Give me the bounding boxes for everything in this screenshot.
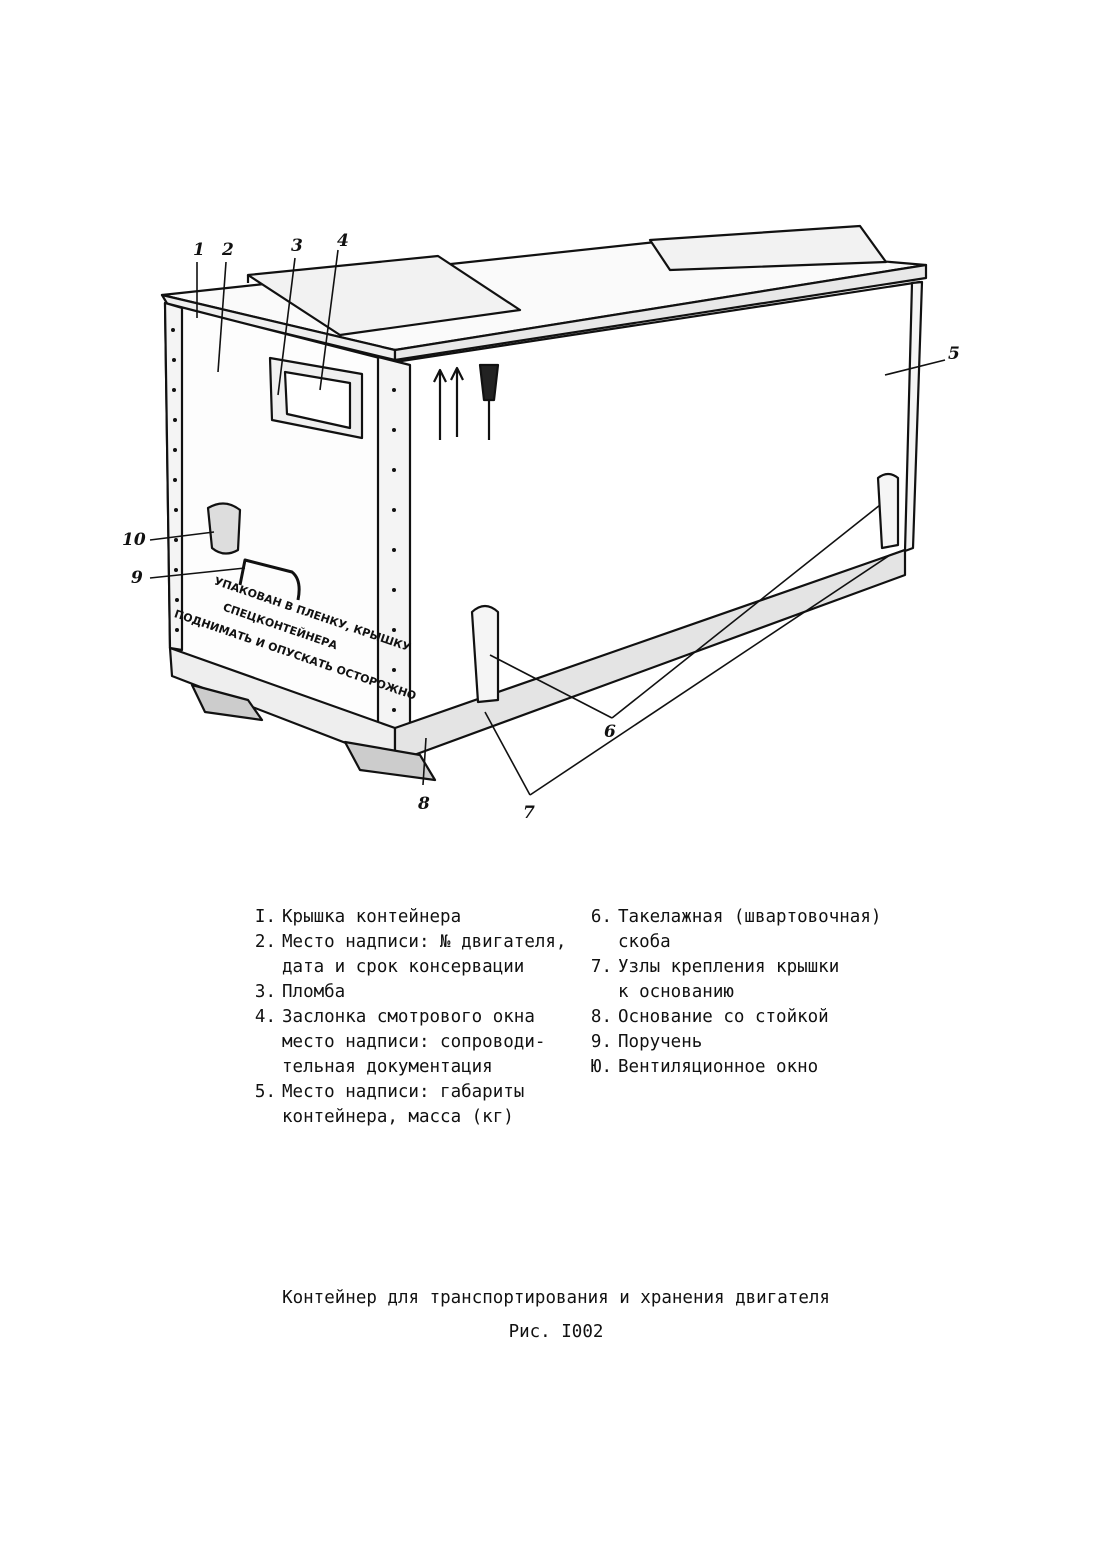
- callout-4: 4: [337, 231, 349, 251]
- callout-1: 1: [193, 240, 205, 260]
- side-face: [393, 280, 922, 742]
- callout-6: 6: [604, 722, 616, 742]
- legend-item: 6. Такелажная (швартовочная) скоба: [580, 905, 910, 955]
- legend-item-line: Вентиляционное окно: [618, 1057, 819, 1077]
- callout-8: 8: [418, 794, 430, 814]
- legend-left: I. Крышка контейнера 2. Место надписи: № дв…: [244, 905, 584, 1130]
- legend-item-line: контейнера, масса (кг): [282, 1107, 514, 1127]
- legend-item-text: Место надписи: габариты контейнера, масса…: [282, 1080, 584, 1130]
- corner-post-rear: [903, 280, 924, 553]
- window-shutter: [283, 370, 352, 430]
- figure-number: Рис. I002: [508, 1322, 604, 1342]
- legend-item-line: Узлы крепления крышки: [618, 957, 840, 977]
- handrail: [238, 558, 301, 601]
- top-batten-front: [246, 254, 522, 337]
- callout-3: 3: [291, 236, 303, 256]
- legend-item: 7. Узлы крепления крышки к основанию: [580, 955, 910, 1005]
- legend-item-line: Крышка контейнера: [282, 907, 462, 927]
- legend-right: 6. Такелажная (швартовочная) скоба 7. Узлы к…: [580, 905, 910, 1080]
- legend-item: 2. Место надписи: № двигателя, дата и срок…: [244, 930, 584, 980]
- lashing-bracket-front: [470, 604, 500, 704]
- legend-item-text: Узлы крепления крышки к основанию: [618, 955, 910, 1005]
- container-illustration: УПАКОВАН В ПЛЕНКУ, КРЫШКУ СПЕЦКОНТЕЙНЕРА…: [122, 224, 960, 823]
- lashing-bracket-rear: [876, 472, 900, 550]
- legend-item-text: Основание со стойкой: [618, 1005, 910, 1030]
- corner-post-left: [163, 301, 184, 652]
- legend-item-text: Вентиляционное окно: [618, 1055, 910, 1080]
- legend-item-number: 4.: [254, 1007, 276, 1027]
- legend-item: 3. Пломба: [244, 980, 584, 1005]
- legend-item-number: 5.: [254, 1082, 276, 1102]
- legend-item-number: I.: [254, 907, 276, 927]
- legend-item-text: Заслонка смотрового окна место надписи: с…: [282, 1005, 584, 1080]
- legend-item: Ю. Вентиляционное окно: [580, 1055, 910, 1080]
- callout-5: 5: [948, 344, 960, 364]
- legend-item-line: Поручень: [618, 1032, 703, 1052]
- legend-item-line: Основание со стойкой: [618, 1007, 829, 1027]
- rivets: [171, 328, 396, 712]
- legend-item-line: Такелажная (швартовочная): [618, 907, 882, 927]
- figure-title: Контейнер для транспортирования и хранен…: [282, 1288, 830, 1308]
- legend-item-line: Заслонка смотрового окна: [282, 1007, 535, 1027]
- legend-item: I. Крышка контейнера: [244, 905, 584, 930]
- legend-item-line: к основанию: [618, 982, 734, 1002]
- skid-front: [190, 683, 264, 722]
- container-drawing: УПАКОВАН В ПЛЕНКУ, КРЫШКУ СПЕЦКОНТЕЙНЕРА…: [149, 224, 946, 796]
- legend-item-line: тельная документация: [282, 1057, 493, 1077]
- legend-item-text: Пломба: [282, 980, 584, 1005]
- legend-item-line: место надписи: сопроводи-: [282, 1032, 546, 1052]
- handling-arrows: [433, 363, 500, 440]
- legend-item-text: Такелажная (швартовочная) скоба: [618, 905, 910, 955]
- legend-item-line: Пломба: [282, 982, 346, 1002]
- legend-item-number: 2.: [254, 932, 276, 952]
- top-batten-rear: [648, 224, 888, 272]
- vent-window: [206, 502, 242, 555]
- legend-item-line: Место надписи: габариты: [282, 1082, 525, 1102]
- legend-item-number: 6.: [590, 907, 612, 927]
- legend-item: 5. Место надписи: габариты контейнера, мас…: [244, 1080, 584, 1130]
- skid-rear: [343, 740, 437, 782]
- callout-2: 2: [222, 240, 234, 260]
- leader-lines: [149, 249, 946, 796]
- legend-item-number: 9.: [590, 1032, 612, 1052]
- lid-side-edge: [393, 263, 928, 362]
- legend-item-number: 7.: [590, 957, 612, 977]
- legend-item: 4. Заслонка смотрового окна место надписи:…: [244, 1005, 584, 1080]
- legend-item-text: Крышка контейнера: [282, 905, 584, 930]
- legend-item: 9. Поручень: [580, 1030, 910, 1055]
- legend-item-text: Место надписи: № двигателя, дата и срок к…: [282, 930, 584, 980]
- legend-item-line: Место надписи: № двигателя,: [282, 932, 567, 952]
- callout-7: 7: [523, 803, 535, 823]
- legend-item-number: 8.: [590, 1007, 612, 1027]
- legend-item-line: скоба: [618, 932, 671, 952]
- callout-9: 9: [131, 568, 143, 588]
- legend-item-number: Ю.: [590, 1057, 612, 1077]
- legend-item-number: 3.: [254, 982, 276, 1002]
- legend-item-line: дата и срок консервации: [282, 957, 525, 977]
- legend-item-text: Поручень: [618, 1030, 910, 1055]
- callout-10: 10: [122, 530, 146, 550]
- legend-item: 8. Основание со стойкой: [580, 1005, 910, 1030]
